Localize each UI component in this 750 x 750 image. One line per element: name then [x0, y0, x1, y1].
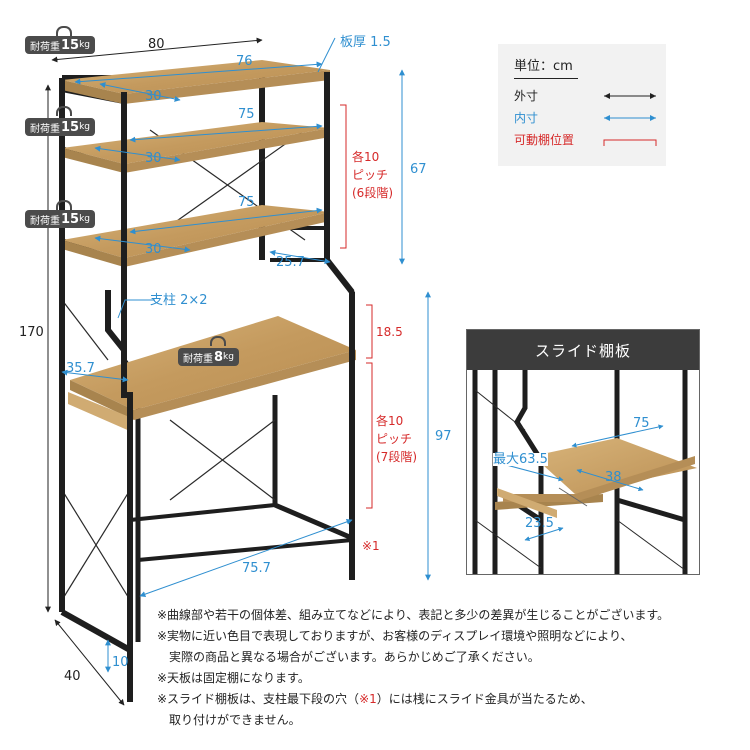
hook-icon — [56, 26, 72, 36]
hook-icon — [56, 106, 72, 116]
slide-shelf-inset: スライド棚板 — [466, 329, 700, 575]
board-thickness-label: 板厚 1.5 — [340, 35, 391, 50]
movable-brackets — [340, 104, 373, 509]
inset-title: スライド棚板 — [467, 330, 699, 370]
legend-box: 単位：cm 外寸 内寸 可動棚位置 — [498, 44, 666, 166]
legend-unit: 単位：cm — [514, 59, 573, 74]
cross-braces — [61, 129, 306, 601]
dim-shelf1-depth: 30 — [145, 89, 162, 104]
note-line: 実際の商品と異なる場合がございます。あらかじめご了承ください。 — [157, 650, 540, 664]
dim-upper-depth: 25.7 — [276, 255, 305, 270]
inner-dims — [61, 37, 431, 673]
inset-max-extension: 最大63.5 — [493, 452, 548, 467]
dim-desk-pitch-top: 18.5 — [376, 325, 403, 339]
note-line: ※実物に近い色目で表現しておりますが、お客様のディスプレイ環境や照明などにより、 — [157, 629, 633, 643]
dim-outer-width: 80 — [148, 37, 165, 52]
note-line: ※天板は固定棚になります。 — [157, 671, 310, 685]
shelf-2 — [62, 122, 330, 173]
dim-shelf2-depth: 30 — [145, 151, 162, 166]
dim-shelf3-width: 75 — [238, 195, 255, 210]
dim-upper-height: 67 — [410, 162, 427, 177]
dim-shelf2-width: 75 — [238, 107, 255, 122]
hook-icon — [56, 200, 72, 210]
inset-width: 75 — [633, 416, 650, 431]
pitch-lower-label: 各10 ピッチ (7段階) — [376, 414, 417, 464]
dim-shelf3-depth: 30 — [145, 242, 162, 257]
legend-inner: 内寸 — [514, 111, 539, 125]
legend-outer: 外寸 — [514, 89, 539, 103]
slide-shelf-drawing — [472, 370, 697, 574]
inset-stroke: 23.5 — [525, 516, 554, 531]
note-line: ※曲線部や若干の個体差、組み立てなどにより、表記と多少の差異が生じることがござい… — [157, 608, 670, 622]
dim-desk-inner-width: 75.7 — [242, 561, 271, 576]
dim-outer-depth: 40 — [64, 669, 81, 684]
legend-symbols — [603, 93, 657, 146]
notes-block: ※曲線部や若干の個体差、組み立てなどにより、表記と多少の差異が生じることがござい… — [157, 609, 747, 735]
inset-depth: 38 — [605, 470, 622, 485]
hook-icon — [210, 336, 226, 346]
post-size-label: 支柱 2×2 — [150, 293, 208, 308]
legend-movable: 可動棚位置 — [514, 133, 575, 147]
slot-mark: ※1 — [362, 539, 380, 553]
note-line: ※スライド棚板は、支柱最下段の穴（※1）には桟にスライド金具が当たるため、 — [157, 692, 593, 706]
dim-total-height: 170 — [19, 325, 44, 340]
dim-foot-height: 10 — [112, 655, 129, 670]
dim-desk-depth: 35.7 — [66, 361, 95, 376]
dim-lower-height: 97 — [435, 429, 452, 444]
note-line: 取り付けができません。 — [157, 713, 301, 727]
pitch-upper-label: 各10 ピッチ (6段階) — [352, 150, 393, 200]
dim-shelf1-width: 76 — [236, 54, 253, 69]
